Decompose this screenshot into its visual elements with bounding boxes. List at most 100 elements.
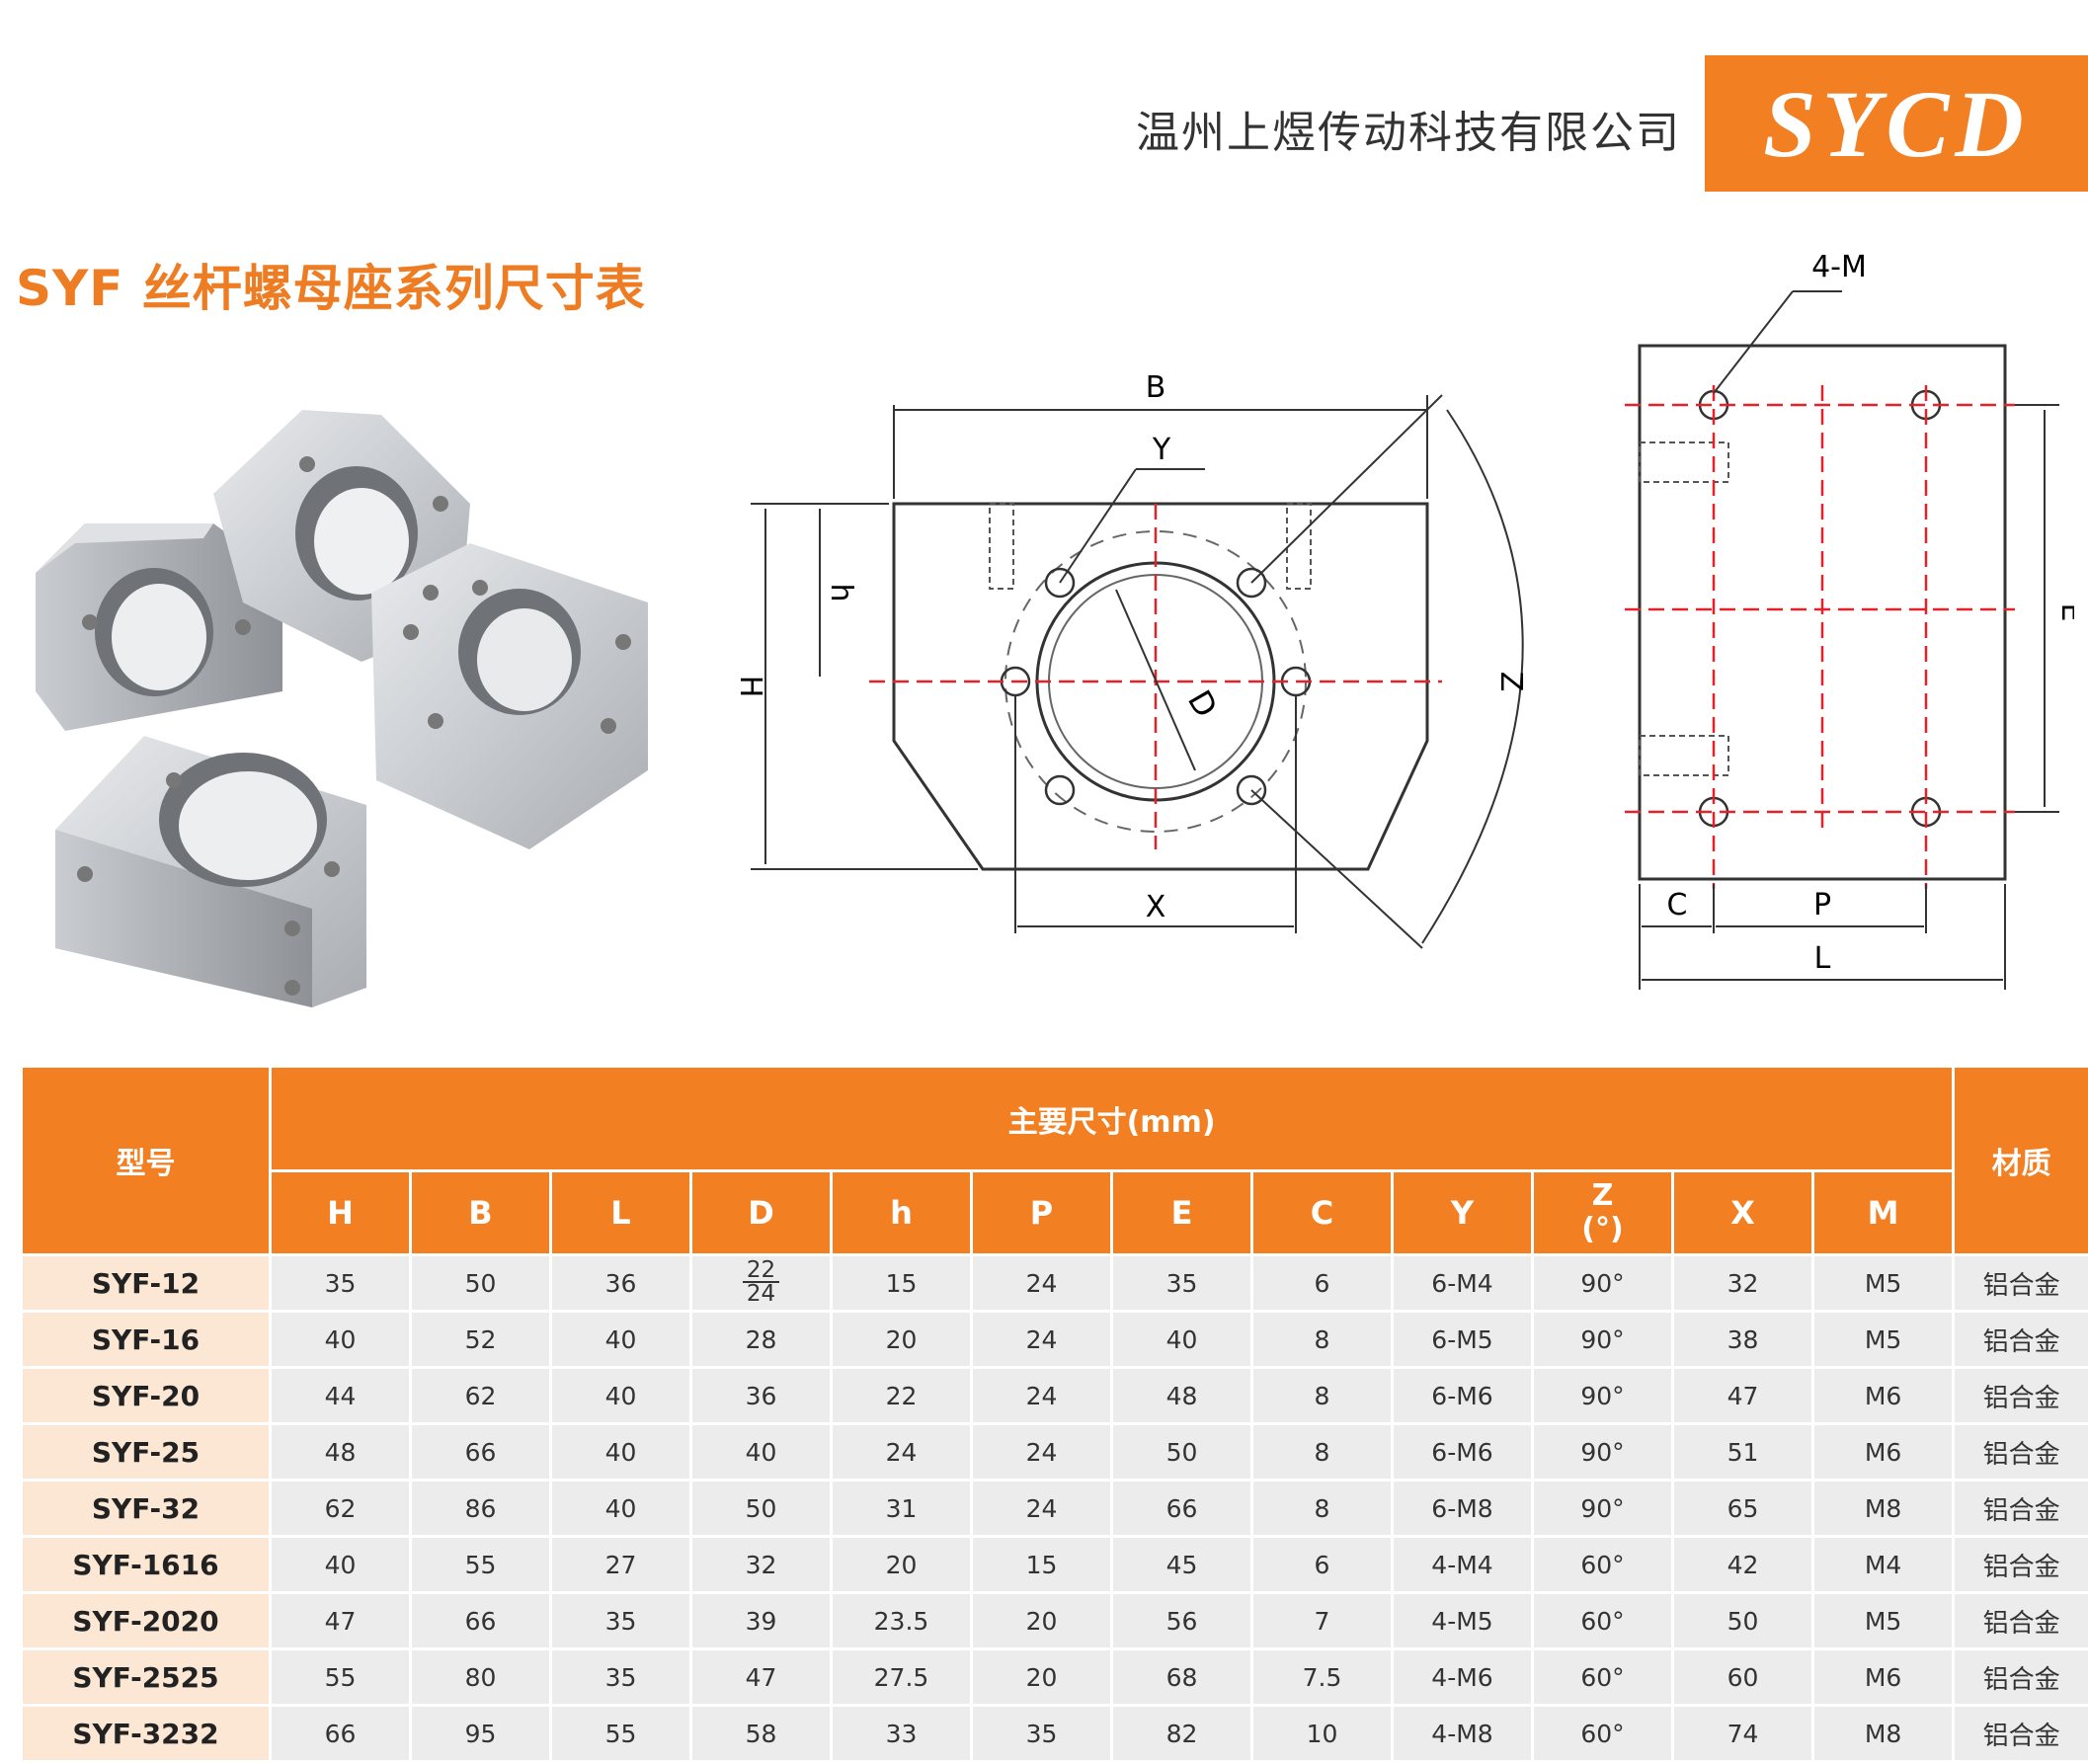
cell-x: 74 [1671, 1704, 1814, 1763]
cell-m: M8 [1810, 1704, 1956, 1763]
dim-label-p: P [1813, 888, 1831, 922]
cell-z: 90° [1531, 1253, 1674, 1313]
cell-d: 58 [689, 1704, 833, 1763]
header-material: 材质 [1952, 1065, 2088, 1256]
cell-e: 68 [1110, 1647, 1253, 1707]
cell-h-small: 31 [830, 1479, 973, 1538]
dim-label-y: Y [1152, 433, 1171, 467]
cell-x: 51 [1671, 1422, 1814, 1482]
cell-p: 24 [970, 1422, 1113, 1482]
cell-x: 32 [1671, 1253, 1814, 1313]
cell-b: 55 [409, 1535, 552, 1594]
cell-l: 55 [549, 1704, 692, 1763]
header-d: D [689, 1169, 833, 1256]
brand-logo: SYCD [1705, 55, 2088, 192]
cell-e: 45 [1110, 1535, 1253, 1594]
header-p: P [970, 1169, 1113, 1256]
cell-material: 铝合金 [1952, 1310, 2088, 1369]
cell-model: SYF-25 [20, 1422, 272, 1482]
cell-c: 8 [1250, 1366, 1394, 1425]
header-y: Y [1391, 1169, 1534, 1256]
cell-h: 55 [269, 1647, 412, 1707]
cell-x: 38 [1671, 1310, 1814, 1369]
company-name: 温州上煜传动科技有限公司 [1136, 108, 1681, 158]
cell-m: M6 [1810, 1366, 1956, 1425]
cell-material: 铝合金 [1952, 1253, 2088, 1313]
cell-y: 4-M6 [1391, 1647, 1534, 1707]
cell-z: 90° [1531, 1479, 1674, 1538]
cell-c: 8 [1250, 1479, 1394, 1538]
cell-z: 90° [1531, 1366, 1674, 1425]
cell-b: 80 [409, 1647, 552, 1707]
cell-e: 82 [1110, 1704, 1253, 1763]
cell-x: 65 [1671, 1479, 1814, 1538]
cell-z: 90° [1531, 1422, 1674, 1482]
cell-m: M4 [1810, 1535, 1956, 1594]
cell-m: M6 [1810, 1647, 1956, 1707]
dim-label-z: Z [1493, 672, 1528, 692]
cell-z: 60° [1531, 1535, 1674, 1594]
cell-model: SYF-2525 [20, 1647, 272, 1707]
cell-d: 50 [689, 1479, 833, 1538]
cell-y: 4-M8 [1391, 1704, 1534, 1763]
dimension-table: 型号 主要尺寸(mm) 材质 H B L D h P E C Y Z (°) X… [20, 1065, 2088, 1763]
cell-p: 24 [970, 1366, 1113, 1425]
cell-y: 6-M6 [1391, 1422, 1534, 1482]
front-view-drawing: B Y h H D Z X [733, 370, 1528, 949]
cell-d: 47 [689, 1647, 833, 1707]
cell-h-small: 20 [830, 1535, 973, 1594]
product-photo [36, 410, 648, 1007]
cell-h: 40 [269, 1535, 412, 1594]
cell-material: 铝合金 [1952, 1366, 2088, 1425]
header-e: E [1110, 1169, 1253, 1256]
header-z-label: Z [1591, 1178, 1614, 1213]
page-title: SYF 丝杆螺母座系列尺寸表 [16, 260, 646, 317]
cell-b: 86 [409, 1479, 552, 1538]
cell-y: 4-M5 [1391, 1591, 1534, 1650]
cell-h: 62 [269, 1479, 412, 1538]
cell-h-small: 15 [830, 1253, 973, 1313]
cell-c: 6 [1250, 1253, 1394, 1313]
cell-model: SYF-20 [20, 1366, 272, 1425]
cell-h-small: 23.5 [830, 1591, 973, 1650]
header-c: C [1250, 1169, 1394, 1256]
header-h-small: h [830, 1169, 973, 1256]
cell-b: 66 [409, 1422, 552, 1482]
cell-material: 铝合金 [1952, 1647, 2088, 1707]
cell-e: 50 [1110, 1422, 1253, 1482]
cell-model: SYF-12 [20, 1253, 272, 1313]
cell-d-numerator: 22 [742, 1259, 780, 1283]
cell-model: SYF-3232 [20, 1704, 272, 1763]
cell-d: 39 [689, 1591, 833, 1650]
cell-p: 24 [970, 1253, 1113, 1313]
cell-l: 40 [549, 1422, 692, 1482]
cell-l: 40 [549, 1310, 692, 1369]
cell-x: 42 [1671, 1535, 1814, 1594]
cell-p: 20 [970, 1591, 1113, 1650]
cell-b: 50 [409, 1253, 552, 1313]
header-z: Z (°) [1531, 1169, 1674, 1256]
cell-p: 20 [970, 1647, 1113, 1707]
header-m: M [1810, 1169, 1956, 1256]
header-z-unit: (°) [1581, 1212, 1624, 1246]
cell-e: 66 [1110, 1479, 1253, 1538]
cell-model: SYF-32 [20, 1479, 272, 1538]
cell-h-small: 27.5 [830, 1647, 973, 1707]
header-l: L [549, 1169, 692, 1256]
cell-m: M6 [1810, 1422, 1956, 1482]
cell-z: 60° [1531, 1591, 1674, 1650]
cell-material: 铝合金 [1952, 1479, 2088, 1538]
cell-b: 62 [409, 1366, 552, 1425]
header-h: H [269, 1169, 412, 1256]
cell-m: M5 [1810, 1310, 1956, 1369]
cell-h-small: 22 [830, 1366, 973, 1425]
dim-label-c: C [1667, 888, 1688, 922]
cell-e: 56 [1110, 1591, 1253, 1650]
cell-b: 52 [409, 1310, 552, 1369]
